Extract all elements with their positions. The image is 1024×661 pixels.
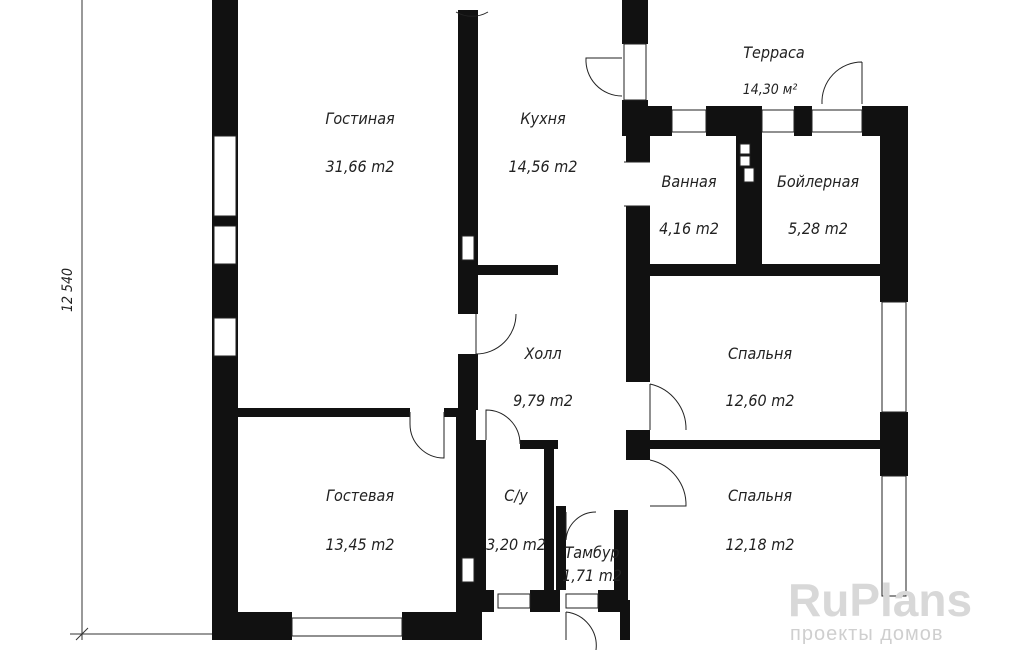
vent-markers [461,143,755,583]
room-vestibule-area: 1,71 m2 [562,566,622,585]
watermark-brand: RuPlans [788,574,972,626]
windows [213,43,907,637]
room-boiler-name: Бойлерная [777,172,859,191]
room-wc-name: С/у [504,486,528,505]
room-living-area: 31,66 m2 [326,157,395,176]
room-hall-name: Холл [523,344,561,363]
watermark-tagline: проекты домов [790,623,944,645]
room-terrace-area: 14,30 м² [743,82,798,98]
room-hall-area: 9,79 m2 [513,391,573,410]
room-wc-area: 3,20 m2 [486,535,546,554]
walls [212,0,908,640]
dimension-label: 12 540 [60,268,76,312]
room-bedroom1-name: Спальня [728,344,792,363]
room-terrace-name: Терраса [743,43,804,62]
room-bathroom-name: Ванная [662,172,717,191]
room-bedroom1-area: 12,60 m2 [726,391,795,410]
room-guest-name: Гостевая [326,486,394,505]
doors [409,11,863,651]
room-boiler-area: 5,28 m2 [788,219,848,238]
room-bathroom-area: 4,16 m2 [659,219,719,238]
room-living-name: Гостиная [325,109,395,128]
room-kitchen-area: 14,56 m2 [509,157,578,176]
dimension-line-vertical [70,0,216,641]
room-guest-area: 13,45 m2 [326,535,395,554]
room-vestibule-name: Тамбур [565,543,620,562]
room-kitchen-name: Кухня [520,109,566,128]
room-bedroom2-area: 12,18 m2 [726,535,795,554]
room-bedroom2-name: Спальня [728,486,792,505]
